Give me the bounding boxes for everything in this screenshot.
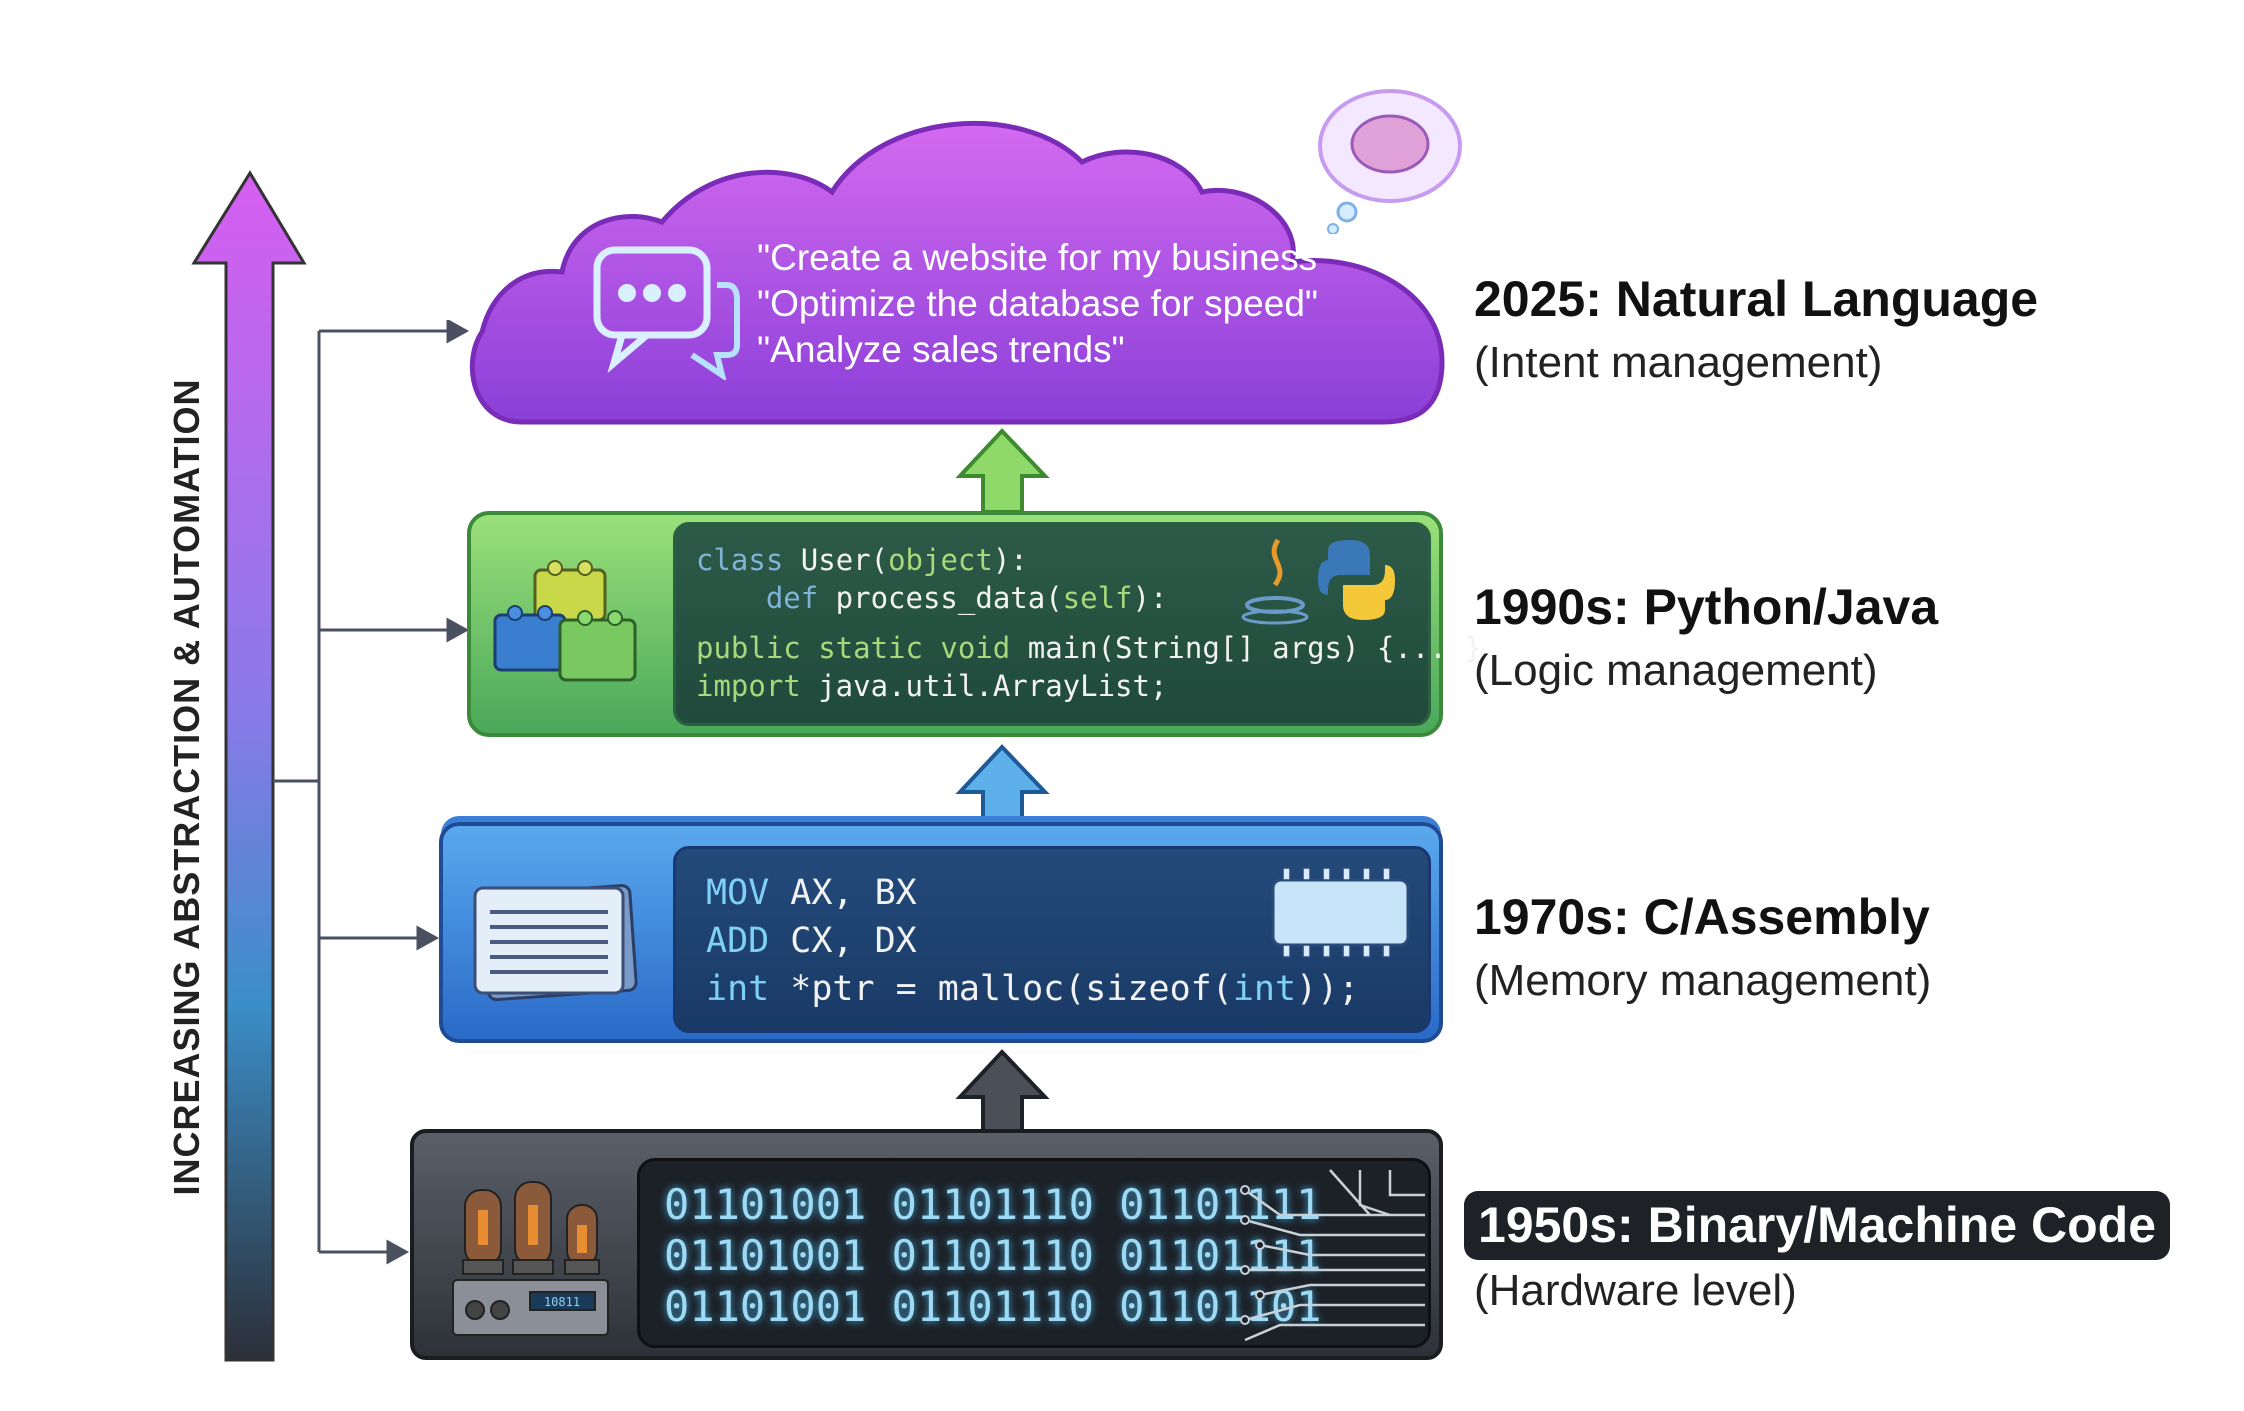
code-line: def process_data(self): (696, 579, 1408, 617)
level-title-1950s: 1950s: Binary/Machine Code (1464, 1191, 2171, 1260)
prompt-line: "Optimize the database for speed" (757, 283, 1319, 324)
cpu-chip-icon (1271, 867, 1410, 958)
code-keyword: class (696, 543, 784, 577)
vacuum-tubes-panel-icon: 10811 (452, 1181, 609, 1336)
intent-prompts: "Create a website for my business" "Opti… (757, 235, 1330, 373)
level-subtitle-1990s: (Logic management) (1474, 646, 1878, 695)
java-python-logos-icon (1241, 538, 1395, 625)
axis-label: INCREASING ABSTRACTION & AUTOMATION (166, 378, 207, 1196)
code-text: main(String[] args) {... } (1010, 631, 1482, 665)
code-keyword: public static void (696, 631, 1011, 665)
code-line: class User(object): (696, 541, 1408, 579)
up-arrow-green (955, 428, 1050, 514)
binary-line: 01101001 01101110 01101101 (664, 1282, 1322, 1331)
code-line: MOV AX, BX (706, 869, 1398, 917)
level-subtitle-1970s: (Memory management) (1474, 956, 1932, 1005)
code-text: CX, DX (769, 921, 917, 961)
connector-bracket (273, 320, 470, 1265)
panel-display: 10811 (544, 1295, 580, 1309)
code-text: process_data( (818, 581, 1063, 615)
code-arg: object (888, 543, 993, 577)
memory-card-icon (473, 884, 638, 1002)
level-title-2025: 2025: Natural Language (1474, 271, 2039, 327)
level-subtitle-2025: (Intent management) (1474, 338, 1883, 387)
code-keyword: int (706, 969, 770, 1009)
code-line: ADD CX, DX (706, 917, 1398, 965)
code-arg: int (1232, 969, 1297, 1009)
circuit-traces-icon (1240, 1169, 1425, 1342)
code-text: ): (992, 543, 1028, 577)
level-subtitle-1950s: (Hardware level) (1474, 1266, 1797, 1315)
python-java-code-panel: class User(object): def process_data(sel… (673, 522, 1482, 726)
code-arg: self (1062, 581, 1133, 615)
code-text: )); (1296, 969, 1360, 1009)
code-keyword: def (696, 581, 819, 615)
brain-thought-bubble (1318, 89, 1462, 234)
binary-line: 01101001 01101110 01101111 (664, 1231, 1322, 1280)
building-blocks-icon (493, 560, 637, 682)
prompt-line: "Create a website for my business" (757, 237, 1331, 278)
binary-line: 01101001 01101110 01101111 (664, 1180, 1322, 1229)
natural-language-cloud (469, 120, 1445, 425)
level-title-1990s: 1990s: Python/Java (1474, 579, 1939, 635)
chat-bubbles-icon (593, 246, 740, 380)
code-text: AX, BX (769, 873, 917, 913)
level-title-1970s: 1970s: C/Assembly (1474, 889, 1930, 945)
code-keyword: ADD (706, 921, 770, 961)
code-text: *ptr = malloc(sizeof( (769, 969, 1233, 1009)
code-text: ): (1132, 581, 1168, 615)
prompt-line: "Analyze sales trends" (757, 329, 1125, 370)
code-keyword: import (696, 669, 801, 703)
abstraction-axis-arrow (191, 170, 307, 1362)
code-text: java.util.ArrayList; (800, 669, 1168, 703)
code-keyword: MOV (706, 873, 770, 913)
code-line: import java.util.ArrayList; (696, 667, 1408, 705)
code-line: int *ptr = malloc(sizeof(int)); (706, 965, 1398, 1013)
up-arrow-dark (955, 1049, 1050, 1133)
up-arrow-blue (955, 744, 1050, 830)
code-line: public static void main(String[] args) {… (696, 629, 1482, 667)
code-text: User( (783, 543, 889, 577)
